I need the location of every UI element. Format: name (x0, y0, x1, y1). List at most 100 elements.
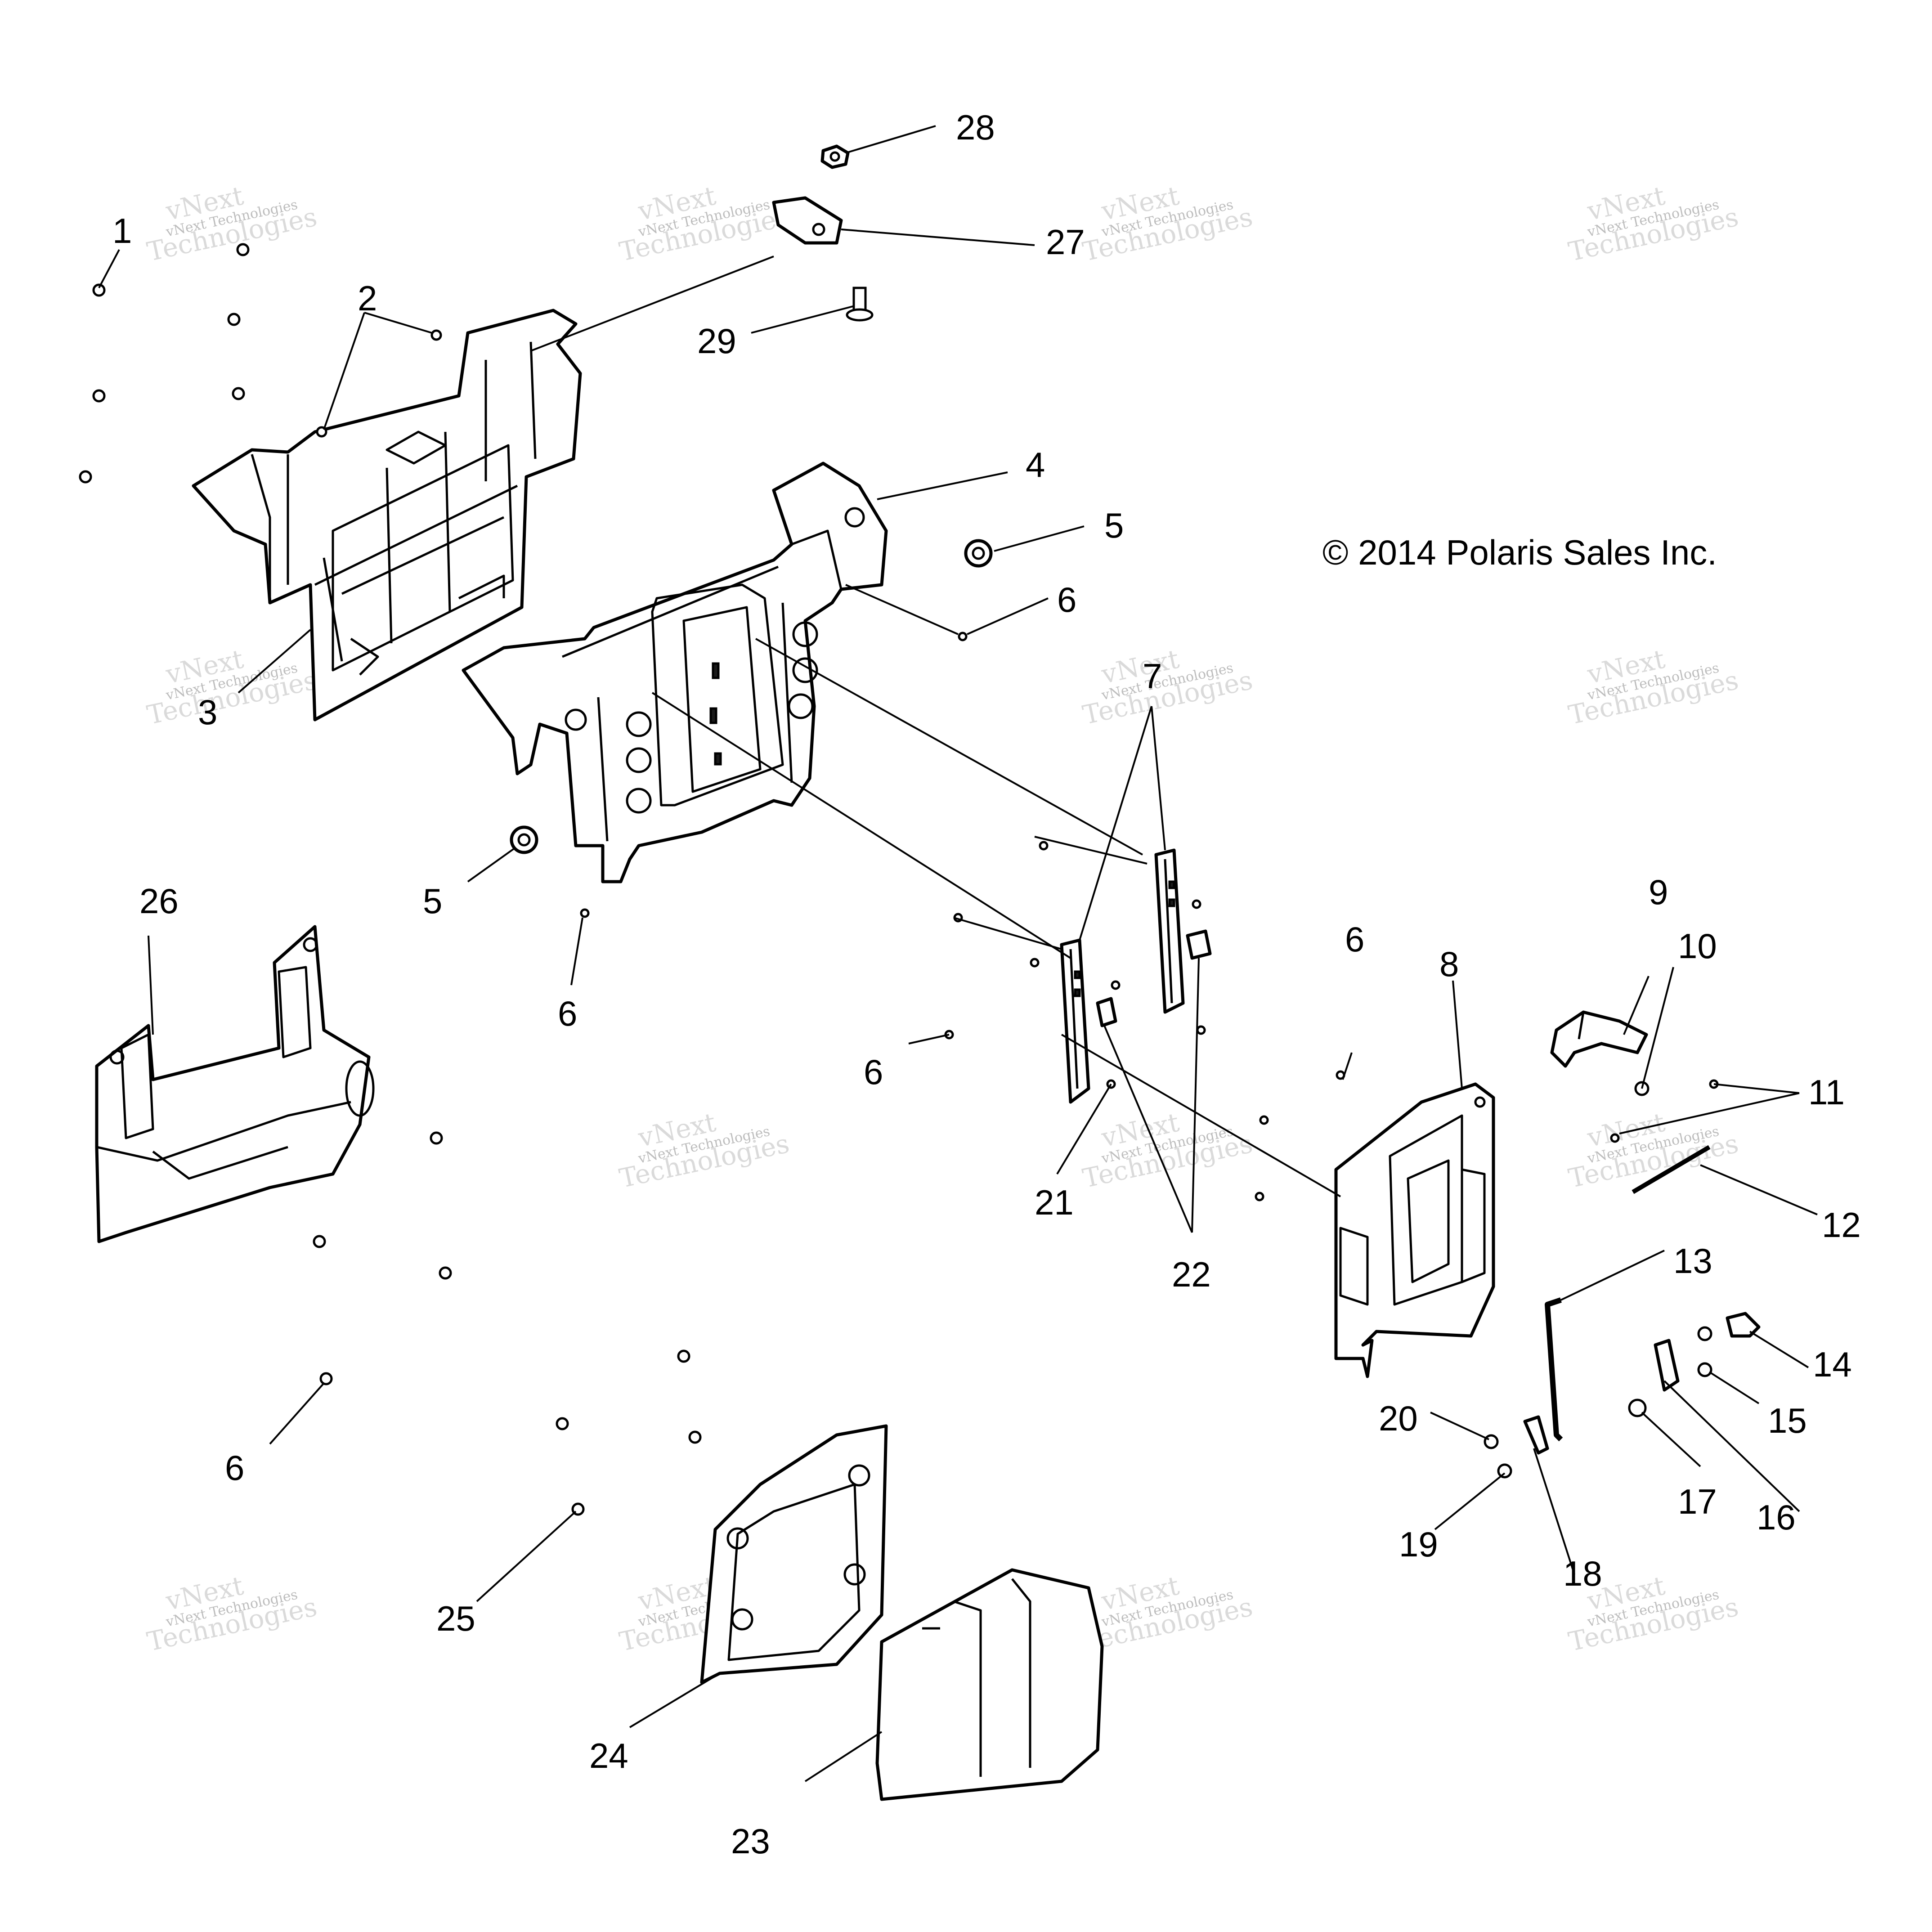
screw (1697, 1362, 1712, 1377)
part-18-bracket (1523, 1415, 1549, 1455)
watermark: vNext vNext Technologies Technologies (1080, 1107, 1255, 1194)
callout-6: 6 (1345, 919, 1364, 959)
part-29-bolt (846, 287, 874, 322)
callout-12: 12 (1822, 1205, 1861, 1245)
part-13-rod (1545, 1297, 1563, 1442)
part-26-lower-shroud (95, 925, 375, 1243)
callout-20: 20 (1379, 1399, 1418, 1438)
watermark: vNext vNext Technologies Technologies (1080, 644, 1255, 731)
screw (580, 908, 590, 918)
screw (1484, 1434, 1499, 1449)
screw (319, 1372, 333, 1385)
screw (1259, 1115, 1269, 1125)
part-4-center-panel (462, 462, 888, 883)
screw (1039, 841, 1049, 851)
callout-10: 10 (1678, 926, 1717, 966)
screw (439, 1266, 452, 1280)
copyright-notice: © 2014 Polaris Sales Inc. (1322, 533, 1717, 572)
screw (92, 389, 106, 403)
callout-1: 1 (112, 211, 132, 251)
callout-11: 11 (1808, 1072, 1845, 1112)
callout-25: 25 (436, 1599, 475, 1638)
callout-6: 6 (558, 994, 577, 1033)
callout-28: 28 (956, 108, 995, 147)
callout-26: 26 (139, 881, 179, 921)
callout-17: 17 (1678, 1482, 1717, 1521)
watermark: vNext vNext Technologies Technologies (144, 1570, 320, 1657)
screw (232, 387, 245, 400)
screw (958, 632, 968, 641)
part-22-clip-left (1096, 997, 1117, 1027)
callout-3: 3 (198, 692, 217, 732)
part-5-grommet-lower (510, 825, 538, 854)
callout-4: 4 (1026, 445, 1045, 484)
callout-19: 19 (1399, 1524, 1438, 1564)
part-5-grommet-upper (964, 539, 993, 568)
callout-16: 16 (1757, 1497, 1796, 1537)
screw (688, 1430, 702, 1444)
part-27-strap (772, 196, 843, 245)
callout-15: 15 (1768, 1401, 1807, 1440)
watermark: vNext vNext Technologies Technologies (617, 180, 792, 267)
screw (1628, 1399, 1647, 1417)
screw (1497, 1463, 1512, 1479)
callout-24: 24 (589, 1736, 628, 1775)
callout-18: 18 (1563, 1554, 1602, 1593)
callout-6: 6 (225, 1448, 244, 1488)
part-14-latch (1726, 1312, 1761, 1338)
watermark: vNext vNext Technologies Technologies (1566, 180, 1741, 267)
callout-8: 8 (1439, 944, 1459, 984)
part-28-nut (820, 144, 850, 169)
screw (1610, 1133, 1620, 1143)
callout-27: 27 (1046, 222, 1085, 262)
screw (1111, 980, 1121, 990)
watermark: vNext vNext Technologies Technologies (1566, 1107, 1741, 1194)
watermark-layer: vNext vNext Technologies Technologies vN… (144, 180, 1741, 1657)
leader-lines (98, 125, 1818, 1782)
screw (92, 283, 106, 297)
part-23-cushion (875, 1568, 1104, 1801)
screw (1697, 1326, 1712, 1341)
screw (1196, 1025, 1206, 1035)
part-8-right-plate (1334, 1082, 1495, 1378)
watermark: vNext vNext Technologies Technologies (1566, 644, 1741, 731)
screw (1192, 899, 1201, 909)
watermark: vNext vNext Technologies Technologies (617, 1107, 792, 1194)
callout-23: 23 (731, 1821, 770, 1861)
part-12-pin (1632, 1145, 1711, 1194)
screw (1030, 958, 1040, 968)
part-22-clip-right (1186, 929, 1212, 960)
screw (79, 470, 92, 484)
part-16-latch-plate (1654, 1339, 1680, 1392)
callout-29: 29 (697, 321, 736, 361)
callout-9: 9 (1649, 872, 1668, 912)
part-24-cushion-backing (700, 1424, 888, 1684)
part-9-bracket (1550, 1010, 1648, 1068)
callout-5: 5 (1104, 506, 1124, 545)
part-7-rail-left (1060, 938, 1090, 1104)
part-3-upper-panel (192, 309, 582, 722)
screw (1255, 1192, 1264, 1201)
callout-6: 6 (864, 1052, 883, 1092)
callout-7: 7 (1143, 656, 1162, 696)
callout-13: 13 (1673, 1241, 1712, 1281)
screw (430, 329, 442, 341)
callout-2: 2 (358, 278, 377, 318)
part-7-rail-right (1154, 848, 1185, 1014)
screw (236, 243, 250, 256)
screw (677, 1349, 690, 1363)
callout-14: 14 (1813, 1345, 1852, 1384)
callout-5: 5 (423, 881, 442, 921)
screw (313, 1235, 326, 1248)
callout-22: 22 (1172, 1255, 1211, 1294)
screw (430, 1131, 443, 1145)
callouts: 1 2 3 4 5 5 6 6 6 6 6 7 8 9 10 11 12 13 … (112, 108, 1861, 1861)
callout-21: 21 (1035, 1183, 1074, 1222)
watermark: vNext vNext Technologies Technologies (1080, 180, 1255, 267)
screw (556, 1417, 569, 1430)
watermark: vNext vNext Technologies Technologies (144, 180, 320, 267)
screw (227, 313, 241, 326)
watermark: vNext vNext Technologies Technologies (1566, 1570, 1741, 1657)
callout-6: 6 (1057, 580, 1076, 619)
